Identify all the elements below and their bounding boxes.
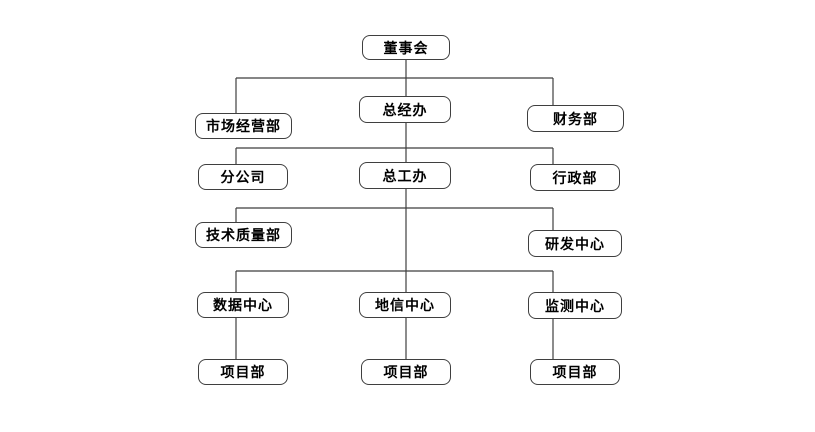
node-project-dept-right: 项目部 [530, 359, 620, 385]
node-rd-center: 研发中心 [528, 230, 622, 257]
node-data-center: 数据中心 [197, 292, 289, 318]
node-chief-engineer-office: 总工办 [359, 162, 451, 189]
node-gm-office-label: 总经办 [382, 101, 428, 118]
node-geoinfo-center-label: 地信中心 [375, 297, 435, 313]
node-project-dept-middle-label: 项目部 [383, 364, 429, 380]
node-data-center-label: 数据中心 [213, 297, 273, 313]
node-marketing-dept-label: 市场经营部 [206, 118, 281, 134]
node-board: 董事会 [362, 35, 450, 60]
node-monitoring-center-label: 监测中心 [545, 297, 605, 314]
node-admin-dept-label: 行政部 [552, 169, 598, 186]
node-geoinfo-center: 地信中心 [359, 292, 451, 318]
node-tech-quality-dept: 技术质量部 [195, 222, 292, 248]
node-project-dept-right-label: 项目部 [552, 364, 598, 380]
node-board-label: 董事会 [383, 39, 429, 56]
node-finance-dept-label: 财务部 [553, 110, 598, 127]
node-rd-center-label: 研发中心 [545, 235, 605, 252]
node-project-dept-left: 项目部 [198, 359, 288, 385]
node-project-dept-left-label: 项目部 [220, 364, 266, 380]
node-gm-office: 总经办 [359, 96, 451, 123]
node-finance-dept: 财务部 [527, 105, 624, 132]
node-tech-quality-dept-label: 技术质量部 [206, 227, 281, 243]
node-branch-company: 分公司 [198, 164, 288, 190]
node-marketing-dept: 市场经营部 [195, 113, 292, 139]
node-chief-engineer-office-label: 总工办 [382, 167, 428, 184]
node-admin-dept: 行政部 [530, 164, 620, 191]
node-branch-company-label: 分公司 [220, 169, 266, 185]
node-project-dept-middle: 项目部 [361, 359, 451, 385]
node-monitoring-center: 监测中心 [528, 292, 622, 319]
